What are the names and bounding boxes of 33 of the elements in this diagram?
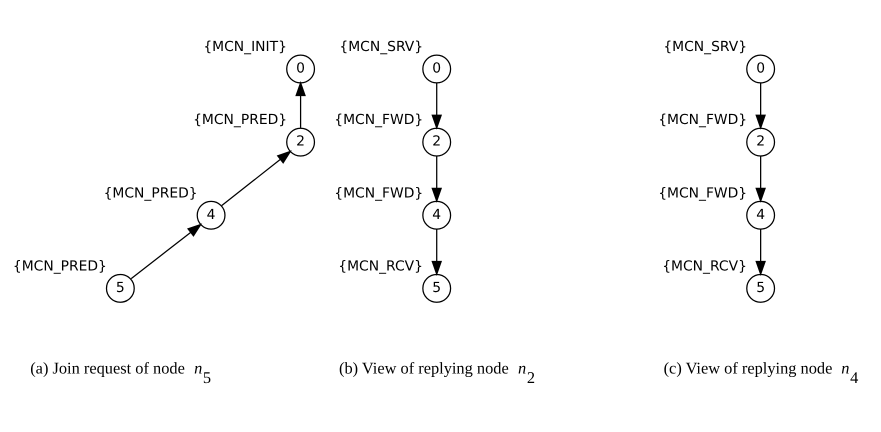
- node-circle: 0: [422, 54, 452, 84]
- node-label: {MCN_RCV}: [338, 258, 423, 274]
- node-label: {MCN_INIT}: [203, 38, 287, 55]
- node-label: {MCN_FWD}: [658, 112, 748, 128]
- node-circle: 2: [746, 127, 776, 156]
- node-circle: 4: [746, 200, 776, 230]
- node-label: {MCN_PRED}: [193, 112, 288, 128]
- node-label: {MCN_FWD}: [334, 184, 424, 201]
- node-label: {MCN_PRED}: [12, 258, 107, 274]
- arrow: [431, 228, 442, 276]
- arrow: [755, 156, 766, 202]
- node-label: {MCN_SRV}: [663, 38, 748, 55]
- arrow: [755, 82, 766, 130]
- node-circle: 5: [422, 273, 452, 302]
- arrow: [295, 80, 306, 128]
- node-circle: 4: [196, 200, 226, 230]
- node-circle: 5: [746, 273, 776, 302]
- arrow: [130, 222, 202, 279]
- node-label: {MCN_FWD}: [658, 184, 748, 201]
- node-circle: 4: [422, 200, 452, 230]
- node-label: {MCN_FWD}: [334, 112, 424, 128]
- node-label: {MCN_SRV}: [339, 38, 424, 55]
- node-circle: 5: [106, 273, 135, 302]
- node-circle: 0: [746, 54, 776, 84]
- arrow: [431, 82, 442, 130]
- arrow: [221, 150, 292, 206]
- arrow: [755, 228, 766, 276]
- node-label: {MCN_RCV}: [662, 258, 747, 274]
- node-label: {MCN_PRED}: [104, 184, 198, 201]
- arrow: [431, 156, 442, 202]
- node-circle: 2: [286, 127, 316, 156]
- node-circle: 2: [422, 127, 452, 156]
- node-circle: 0: [286, 54, 316, 84]
